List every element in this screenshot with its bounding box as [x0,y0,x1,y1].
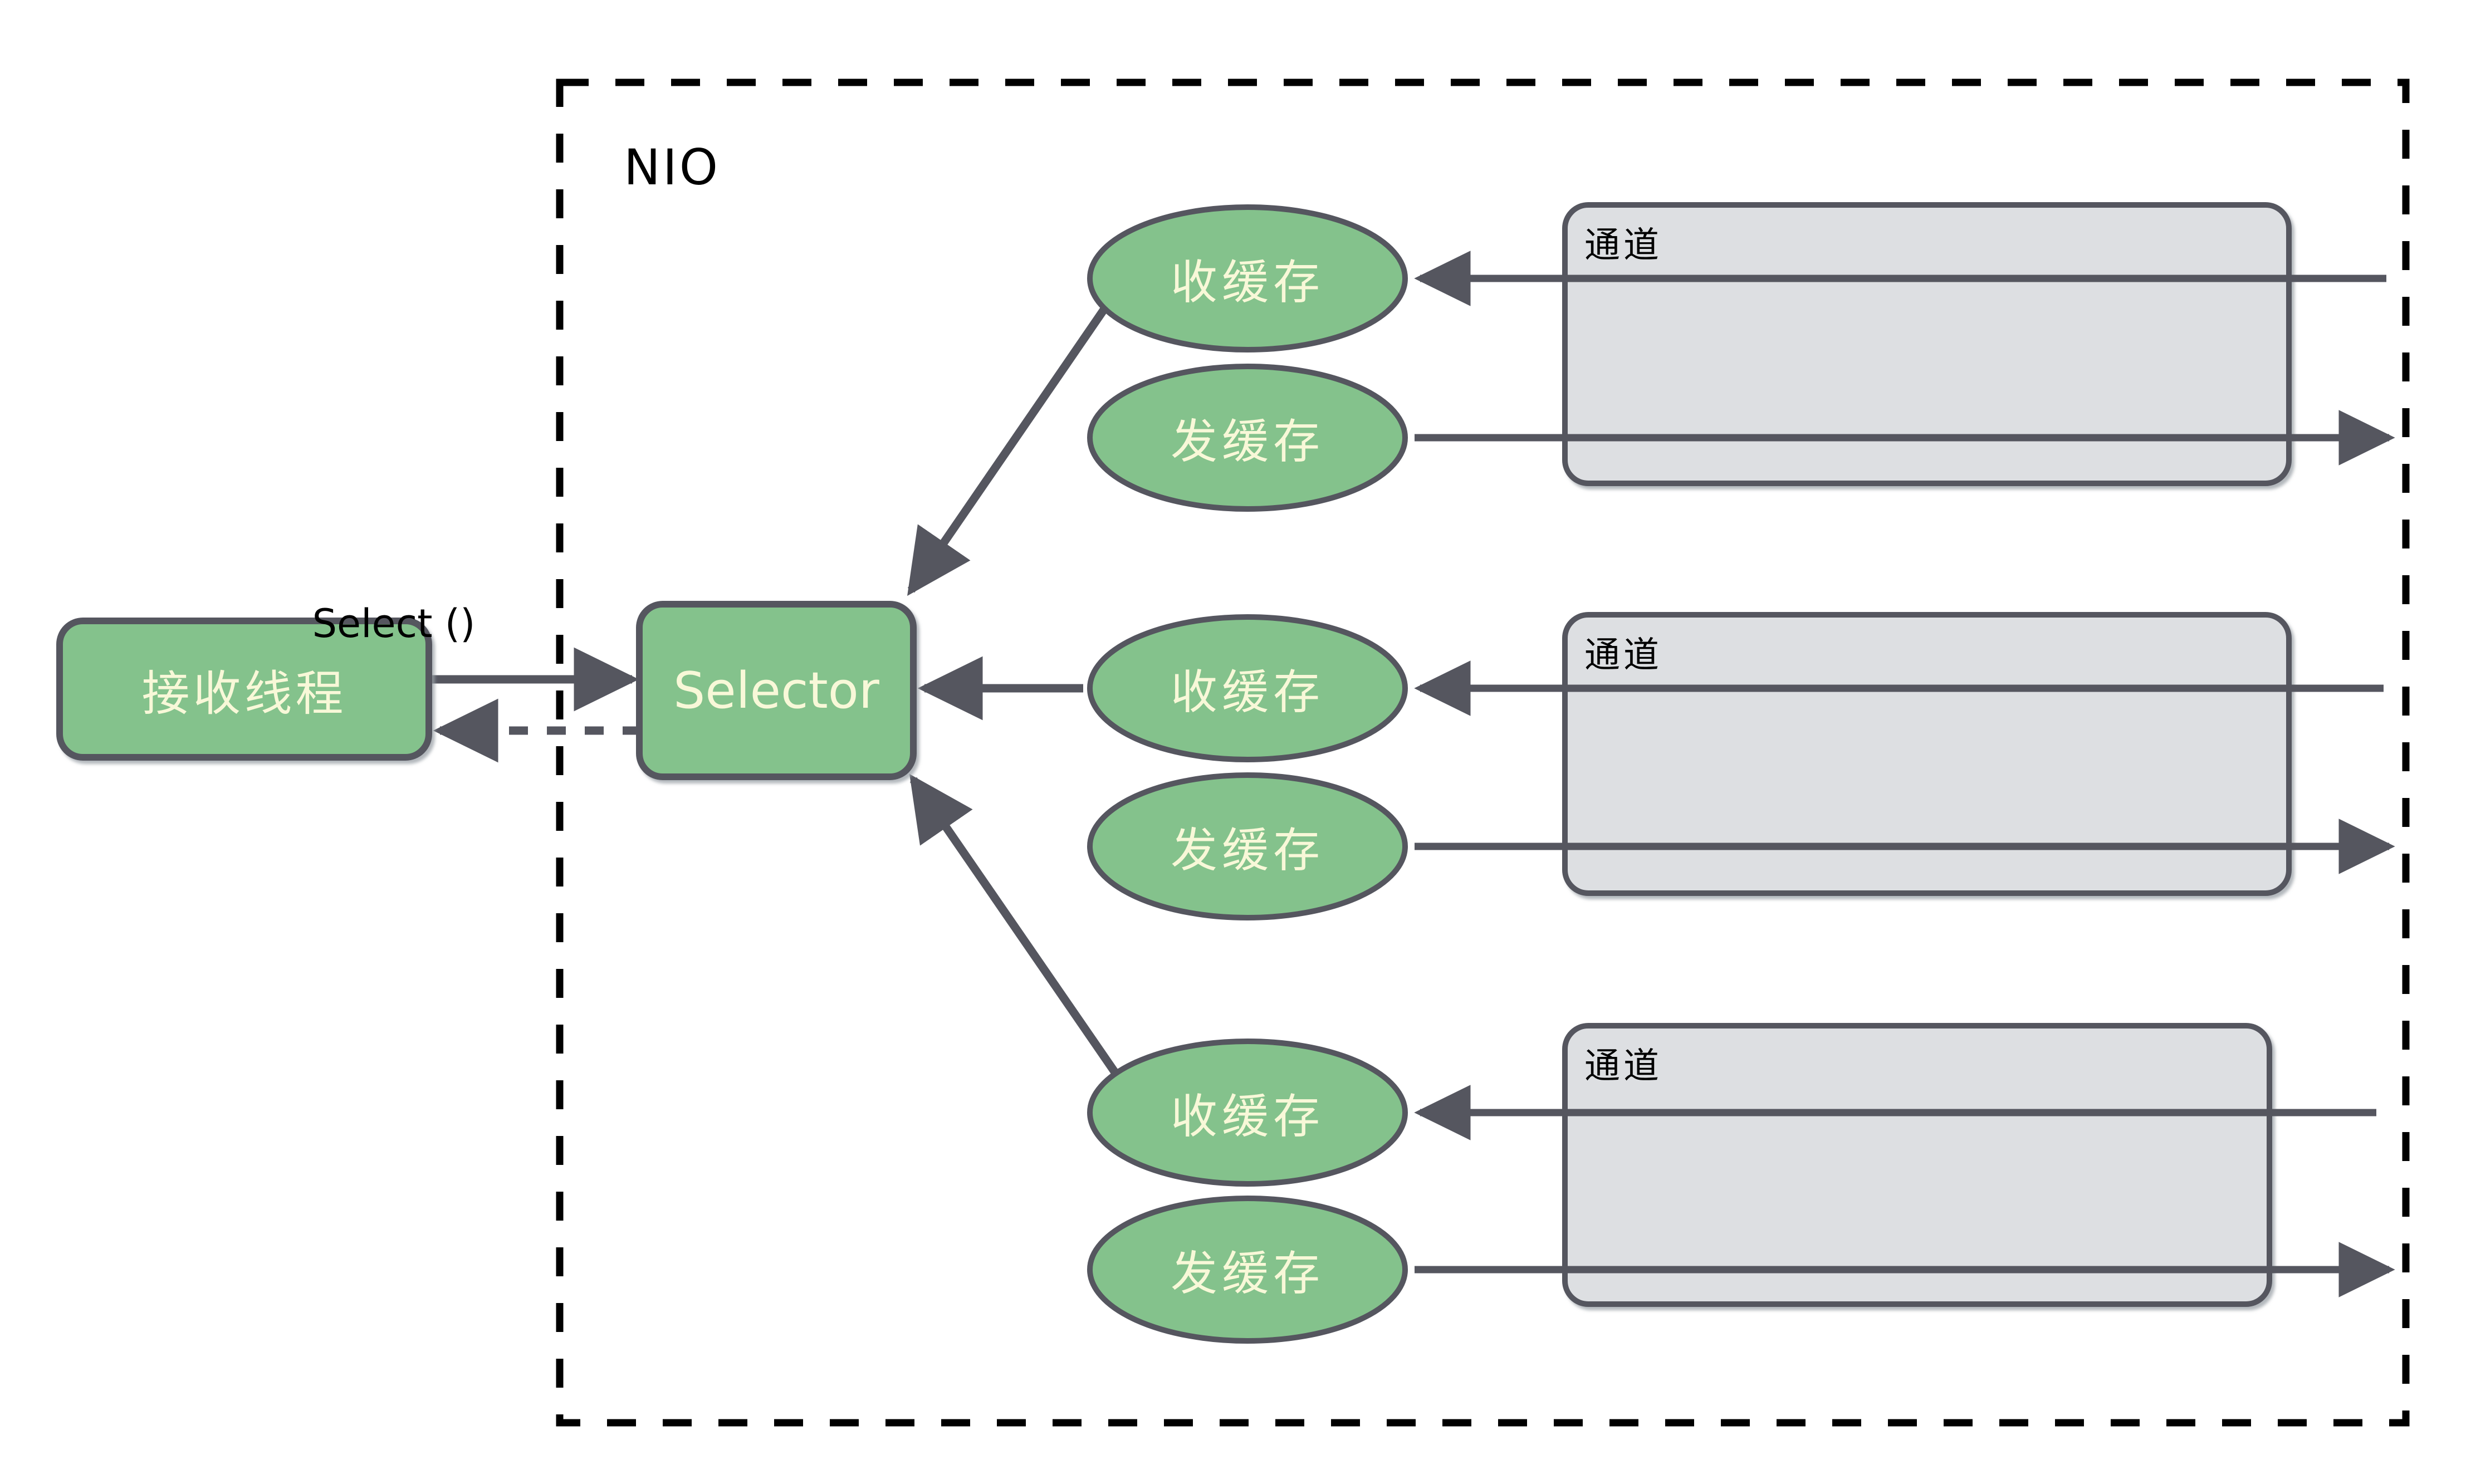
channel-box-1[interactable] [1562,202,2292,486]
selector-box[interactable] [636,601,917,780]
send-buffer-3-ellipse[interactable] [1087,1196,1408,1344]
recv-3-to-selector-line [909,773,1121,1078]
recv-buffer-1-ellipse[interactable] [1087,204,1408,352]
recv-buffer-3-ellipse[interactable] [1087,1039,1408,1187]
recv-buffer-2-ellipse[interactable] [1087,614,1408,762]
channel-box-3[interactable] [1562,1023,2272,1307]
selector-to-recv-1-line [907,292,1118,596]
receive-thread-box[interactable] [56,618,432,761]
channel-box-2[interactable] [1562,612,2292,896]
send-buffer-2-ellipse[interactable] [1087,772,1408,920]
nio-boundary [556,79,2410,1427]
send-buffer-1-ellipse[interactable] [1087,364,1408,512]
